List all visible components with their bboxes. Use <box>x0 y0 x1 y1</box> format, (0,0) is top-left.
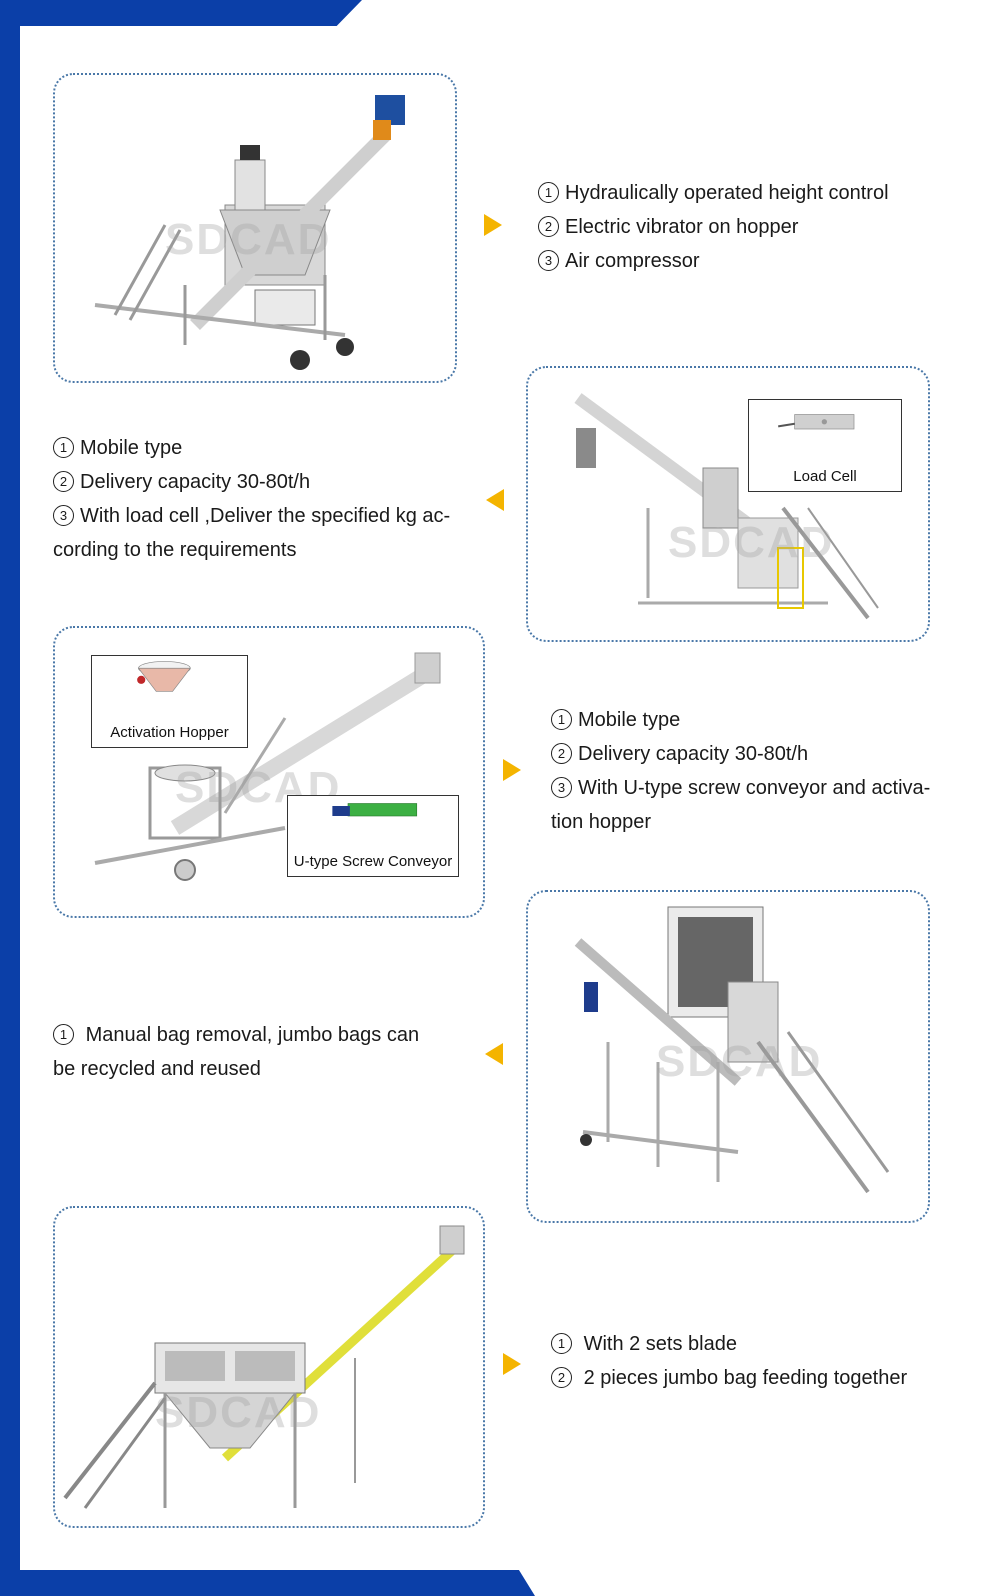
feature-list-1: 1 Hydraulically operated height control 2… <box>538 176 889 278</box>
feature-item: 2 Delivery capacity 30-80t/h <box>53 465 450 499</box>
feature-item: 1 Hydraulically operated height control <box>538 176 889 210</box>
number-badge: 2 <box>551 743 572 764</box>
feature-text: With 2 sets blade <box>583 1333 737 1355</box>
pointer-arrow-right-icon <box>503 759 521 781</box>
u-type-screw-conveyor-label: U-type Screw Conveyor <box>293 853 453 870</box>
number-badge: 1 <box>551 709 572 730</box>
load-cell-callout: Load Cell <box>748 399 902 492</box>
load-cell-conveyor-illustration <box>574 393 879 620</box>
watermark-text: SDCAD <box>656 1037 823 1086</box>
load-cell-icon <box>778 414 855 430</box>
feature-item: 1 Manual bag removal, jumbo bags can <box>53 1018 419 1052</box>
feature-text: With U-type screw conveyor and activa- <box>578 777 931 799</box>
feature-item: 3 With load cell ,Deliver the specified k… <box>53 499 450 533</box>
pointer-arrow-left-icon <box>485 1043 503 1065</box>
feature-text: Mobile type <box>578 709 681 731</box>
feature-text: Delivery capacity 30-80t/h <box>578 743 809 765</box>
watermark-text: SDCAD <box>155 1388 322 1437</box>
watermark-text: SDCAD <box>165 215 332 264</box>
feature-text: Manual bag removal, jumbo bags can <box>85 1024 420 1046</box>
number-badge: 1 <box>53 437 74 458</box>
machine-image-card-1: SDCAD <box>53 73 457 383</box>
frame-top-bar <box>0 0 362 26</box>
u-type-screw-conveyor-icon <box>332 803 418 817</box>
feature-item: 1 With 2 sets blade <box>551 1327 907 1361</box>
machine-image-card-5: SDCAD <box>53 1206 485 1528</box>
load-cell-label: Load Cell <box>793 468 857 485</box>
feature-text: With load cell ,Deliver the specified kg… <box>80 505 451 527</box>
number-badge: 2 <box>53 471 74 492</box>
feature-text: Air compressor <box>565 250 700 272</box>
watermark-text: SDCAD <box>668 518 835 567</box>
feature-list-5: 1 With 2 sets blade 2 2 pieces jumbo bag… <box>551 1327 907 1395</box>
feature-item: 3 With U-type screw conveyor and activa- <box>551 771 930 805</box>
feature-item: 2 2 pieces jumbo bag feeding together <box>551 1361 907 1395</box>
number-badge: 3 <box>53 505 74 526</box>
number-badge: 1 <box>538 182 559 203</box>
machine-image-card-2: SDCAD Load Cell <box>526 366 930 642</box>
pointer-arrow-left-icon <box>486 489 504 511</box>
feature-text-continued: cording to the requirements <box>53 539 297 561</box>
activation-hopper-callout: Activation Hopper <box>91 655 248 748</box>
jumbo-bag-unloader-illustration <box>574 906 890 1194</box>
number-badge: 1 <box>551 1333 572 1354</box>
u-type-screw-conveyor-callout: U-type Screw Conveyor <box>287 795 459 877</box>
number-badge: 3 <box>538 250 559 271</box>
feature-item: 1 Mobile type <box>551 703 930 737</box>
feature-text: Electric vibrator on hopper <box>565 216 799 238</box>
machine-image-card-3: SDCAD Activation Hopper U-type Screw Con… <box>53 626 485 918</box>
pointer-arrow-right-icon <box>503 1353 521 1375</box>
feature-text: Hydraulically operated height control <box>565 182 889 204</box>
feature-text: 2 pieces jumbo bag feeding together <box>583 1367 908 1389</box>
number-badge: 2 <box>538 216 559 237</box>
feature-text-continued: tion hopper <box>551 811 652 833</box>
u-type-conveyor-illustration <box>94 652 441 881</box>
activation-hopper-label: Activation Hopper <box>110 724 229 741</box>
feature-text: Mobile type <box>80 437 183 459</box>
feature-item: 3 Air compressor <box>538 244 889 278</box>
feature-item: 2 Electric vibrator on hopper <box>538 210 889 244</box>
frame-left-bar <box>0 0 20 1596</box>
feature-text: Delivery capacity 30-80t/h <box>80 471 311 493</box>
frame-bottom-bar <box>0 1570 535 1596</box>
number-badge: 2 <box>551 1367 572 1388</box>
number-badge: 1 <box>53 1024 74 1045</box>
feature-item: 1 Mobile type <box>53 431 450 465</box>
hopper-screw-conveyor-illustration <box>94 95 405 370</box>
feature-list-4: 1 Manual bag removal, jumbo bags can be … <box>53 1018 419 1086</box>
number-badge: 3 <box>551 777 572 798</box>
feature-item: 2 Delivery capacity 30-80t/h <box>551 737 930 771</box>
feature-text-continued: be recycled and reused <box>53 1058 261 1080</box>
double-bag-feeder-illustration <box>63 1225 465 1509</box>
pointer-arrow-right-icon <box>484 214 502 236</box>
feature-list-3: 1 Mobile type 2 Delivery capacity 30-80t/h… <box>551 703 930 839</box>
activation-hopper-icon <box>137 661 191 692</box>
machine-image-card-4: SDCAD <box>526 890 930 1223</box>
feature-list-2: 1 Mobile type 2 Delivery capacity 30-80t/h… <box>53 431 450 567</box>
